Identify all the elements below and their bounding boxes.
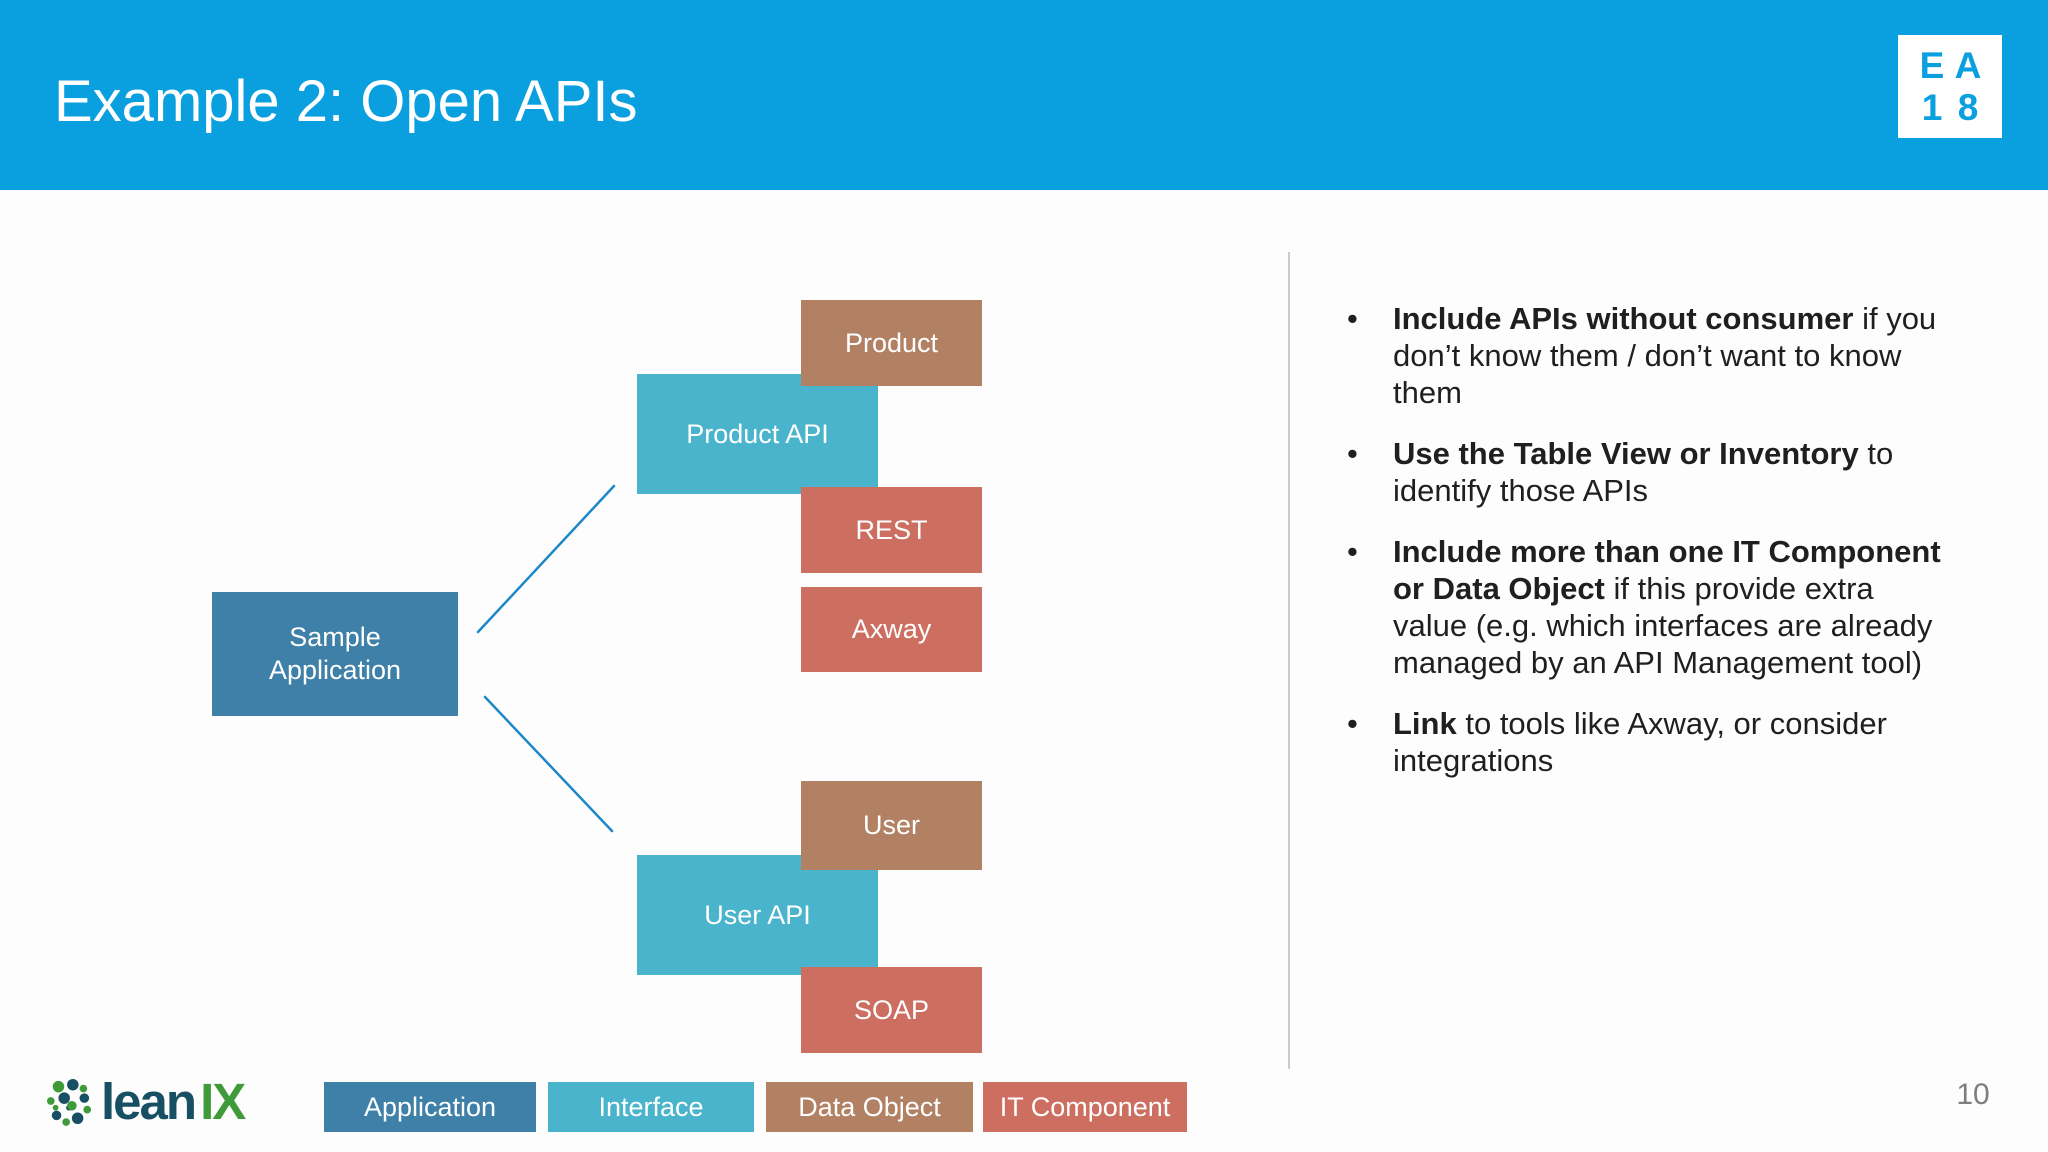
bullet-marker: •	[1347, 534, 1358, 569]
bullet-marker: •	[1347, 706, 1358, 741]
node-label: Axway	[851, 614, 932, 644]
bullet-item: • Include APIs without consumer if you d…	[1347, 300, 1943, 411]
legend-data-object: Data Object	[766, 1082, 973, 1132]
ea18-letter: 1	[1921, 86, 1943, 128]
divider-line	[1288, 252, 1290, 1069]
bullet-bold-text: Link	[1393, 706, 1457, 741]
bullet-list: • Include APIs without consumer if you d…	[1347, 300, 1943, 803]
node-user-api: User API	[637, 855, 878, 975]
node-label: SOAP	[853, 994, 930, 1025]
slide-title: Example 2: Open APIs	[54, 69, 638, 134]
node-label: Product API	[686, 418, 829, 449]
header-bar: Example 2: Open APIs E A 1 8	[0, 0, 2048, 190]
bullet-text: Link to tools like Axway, or consider in…	[1393, 706, 1887, 778]
bullet-rest-text: if you don’t know them / don’t want to k…	[1393, 301, 1937, 410]
connector-line-to-user-api	[483, 695, 614, 833]
leanix-wordmark-ix: IX	[200, 1072, 246, 1130]
legend-interface: Interface	[548, 1082, 754, 1132]
legend-application: Application	[324, 1082, 536, 1132]
bullet-item: • Use the Table View or Inventory to ide…	[1347, 435, 1943, 509]
node-product: Product	[801, 300, 982, 386]
node-axway: Axway	[801, 587, 982, 672]
bullet-item: • Include more than one IT Component or …	[1347, 533, 1943, 681]
ea18-letter: 8	[1957, 86, 1979, 128]
leanix-globe-icon	[46, 1078, 92, 1126]
node-label: REST	[855, 514, 928, 545]
bullet-bold-text: Include more than one IT Component or Da…	[1393, 534, 1941, 606]
node-label: Product	[844, 327, 939, 358]
bullet-rest-text: to tools like Axway, or consider integra…	[1393, 706, 1887, 778]
node-user: User	[801, 781, 982, 870]
connector-line-to-product-api	[476, 484, 616, 634]
ea18-letter: A	[1954, 45, 1982, 87]
node-label: User	[862, 810, 920, 840]
ea18-letter: E	[1919, 45, 1945, 87]
bullet-item: • Link to tools like Axway, or consider …	[1347, 705, 1943, 779]
node-product-api: Product API	[637, 374, 878, 494]
bullet-text: Include more than one IT Component or Da…	[1393, 534, 1941, 680]
bullet-text: Use the Table View or Inventory to ident…	[1393, 436, 1893, 508]
node-soap: SOAP	[801, 967, 982, 1053]
page-number: 10	[1956, 1078, 1990, 1111]
node-label: Sample Application	[268, 622, 402, 685]
node-rest: REST	[801, 487, 982, 573]
ea18-logo: E A 1 8	[1898, 35, 2002, 138]
bullet-marker: •	[1347, 301, 1358, 336]
legend-it-component: IT Component	[983, 1082, 1187, 1132]
node-label: User API	[704, 899, 811, 930]
bullet-bold-text: Include APIs without consumer	[1393, 301, 1854, 336]
bullet-text: Include APIs without consumer if you don…	[1393, 301, 1936, 410]
bullet-marker: •	[1347, 436, 1358, 471]
leanix-wordmark-lean: lean	[101, 1072, 197, 1130]
bullet-rest-text: to identify those APIs	[1393, 436, 1894, 508]
node-sample-application: Sample Application	[212, 592, 458, 716]
bullet-rest-text: if this provide extra value (e.g. which …	[1393, 571, 1933, 680]
bullet-bold-text: Use the Table View or Inventory	[1393, 436, 1859, 471]
